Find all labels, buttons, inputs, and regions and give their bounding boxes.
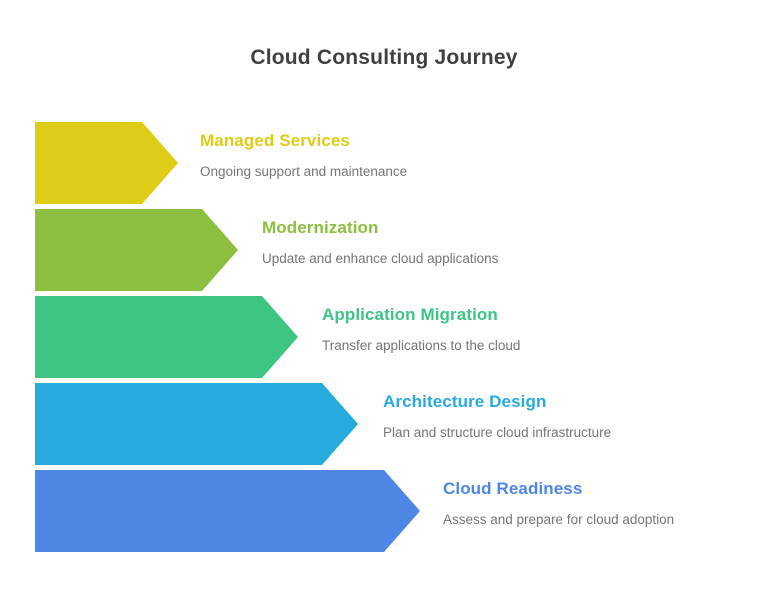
step-title: Application Migration <box>322 305 498 324</box>
step-description: Assess and prepare for cloud adoption <box>443 512 675 527</box>
step-text-modernization: Modernization Update and enhance cloud a… <box>262 217 498 267</box>
step-title: Cloud Readiness <box>443 479 583 498</box>
step-title: Modernization <box>262 218 379 237</box>
arrow-shape-modernization <box>35 209 238 291</box>
step-description: Ongoing support and maintenance <box>200 164 408 179</box>
step-text-cloud-readiness: Cloud Readiness Assess and prepare for c… <box>443 478 674 528</box>
arrow-shape-managed-services <box>35 122 178 204</box>
step-description: Update and enhance cloud applications <box>262 251 499 266</box>
step-text-managed-services: Managed Services Ongoing support and mai… <box>200 130 407 180</box>
step-description: Plan and structure cloud infrastructure <box>383 425 612 440</box>
step-text-application-migration: Application Migration Transfer applicati… <box>322 304 520 354</box>
step-text-architecture-design: Architecture Design Plan and structure c… <box>383 391 611 441</box>
step-title: Managed Services <box>200 131 350 150</box>
step-title: Architecture Design <box>383 392 547 411</box>
arrow-shape-cloud-readiness <box>35 470 420 552</box>
arrow-shape-architecture-design <box>35 383 358 465</box>
arrow-shape-application-migration <box>35 296 298 378</box>
step-description: Transfer applications to the cloud <box>322 338 521 353</box>
page-title: Cloud Consulting Journey <box>250 46 518 69</box>
